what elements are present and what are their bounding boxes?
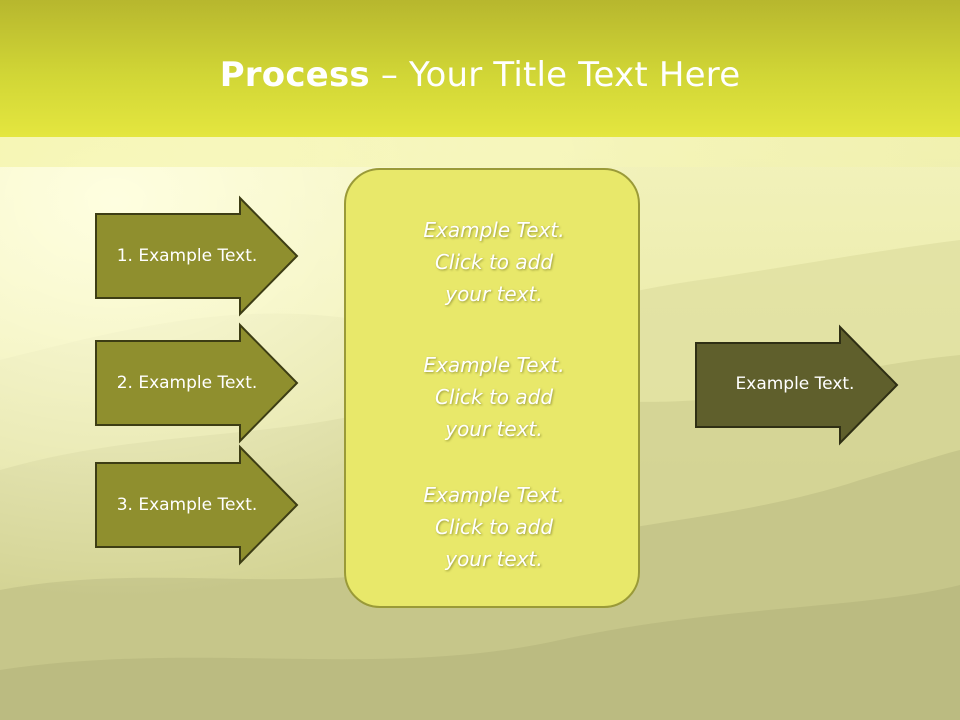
step-3-arrow[interactable] bbox=[95, 444, 299, 566]
slide-title: Process – Your Title Text Here bbox=[0, 50, 960, 104]
center-item-3-line3: your text. bbox=[445, 547, 543, 571]
output-label: Example Text. bbox=[735, 374, 855, 394]
center-item-1-line3: your text. bbox=[445, 282, 543, 306]
step-3-label: 3. Example Text. bbox=[116, 495, 258, 515]
step-1-arrow[interactable] bbox=[95, 195, 299, 317]
step-2-arrow[interactable] bbox=[95, 322, 299, 444]
center-item-1[interactable]: Example Text. Click to add your text. bbox=[346, 214, 642, 310]
center-item-3-line1: Example Text. bbox=[423, 483, 565, 507]
center-item-1-line2: Click to add bbox=[434, 250, 554, 274]
center-item-3[interactable]: Example Text. Click to add your text. bbox=[346, 479, 642, 575]
slide-title-bold: Process bbox=[219, 55, 370, 95]
step-1-label: 1. Example Text. bbox=[116, 246, 258, 266]
slide-title-rest: – Your Title Text Here bbox=[369, 55, 741, 95]
title-band bbox=[0, 0, 960, 137]
center-item-2-line1: Example Text. bbox=[423, 353, 565, 377]
output-arrow[interactable] bbox=[695, 324, 899, 446]
center-item-1-line1: Example Text. bbox=[423, 218, 565, 242]
step-2-label: 2. Example Text. bbox=[116, 373, 258, 393]
center-text-box[interactable]: Example Text. Click to add your text. Ex… bbox=[344, 168, 640, 608]
title-sub-band bbox=[0, 137, 960, 167]
center-item-2[interactable]: Example Text. Click to add your text. bbox=[346, 349, 642, 445]
center-item-3-line2: Click to add bbox=[434, 515, 554, 539]
center-item-2-line3: your text. bbox=[445, 417, 543, 441]
center-item-2-line2: Click to add bbox=[434, 385, 554, 409]
